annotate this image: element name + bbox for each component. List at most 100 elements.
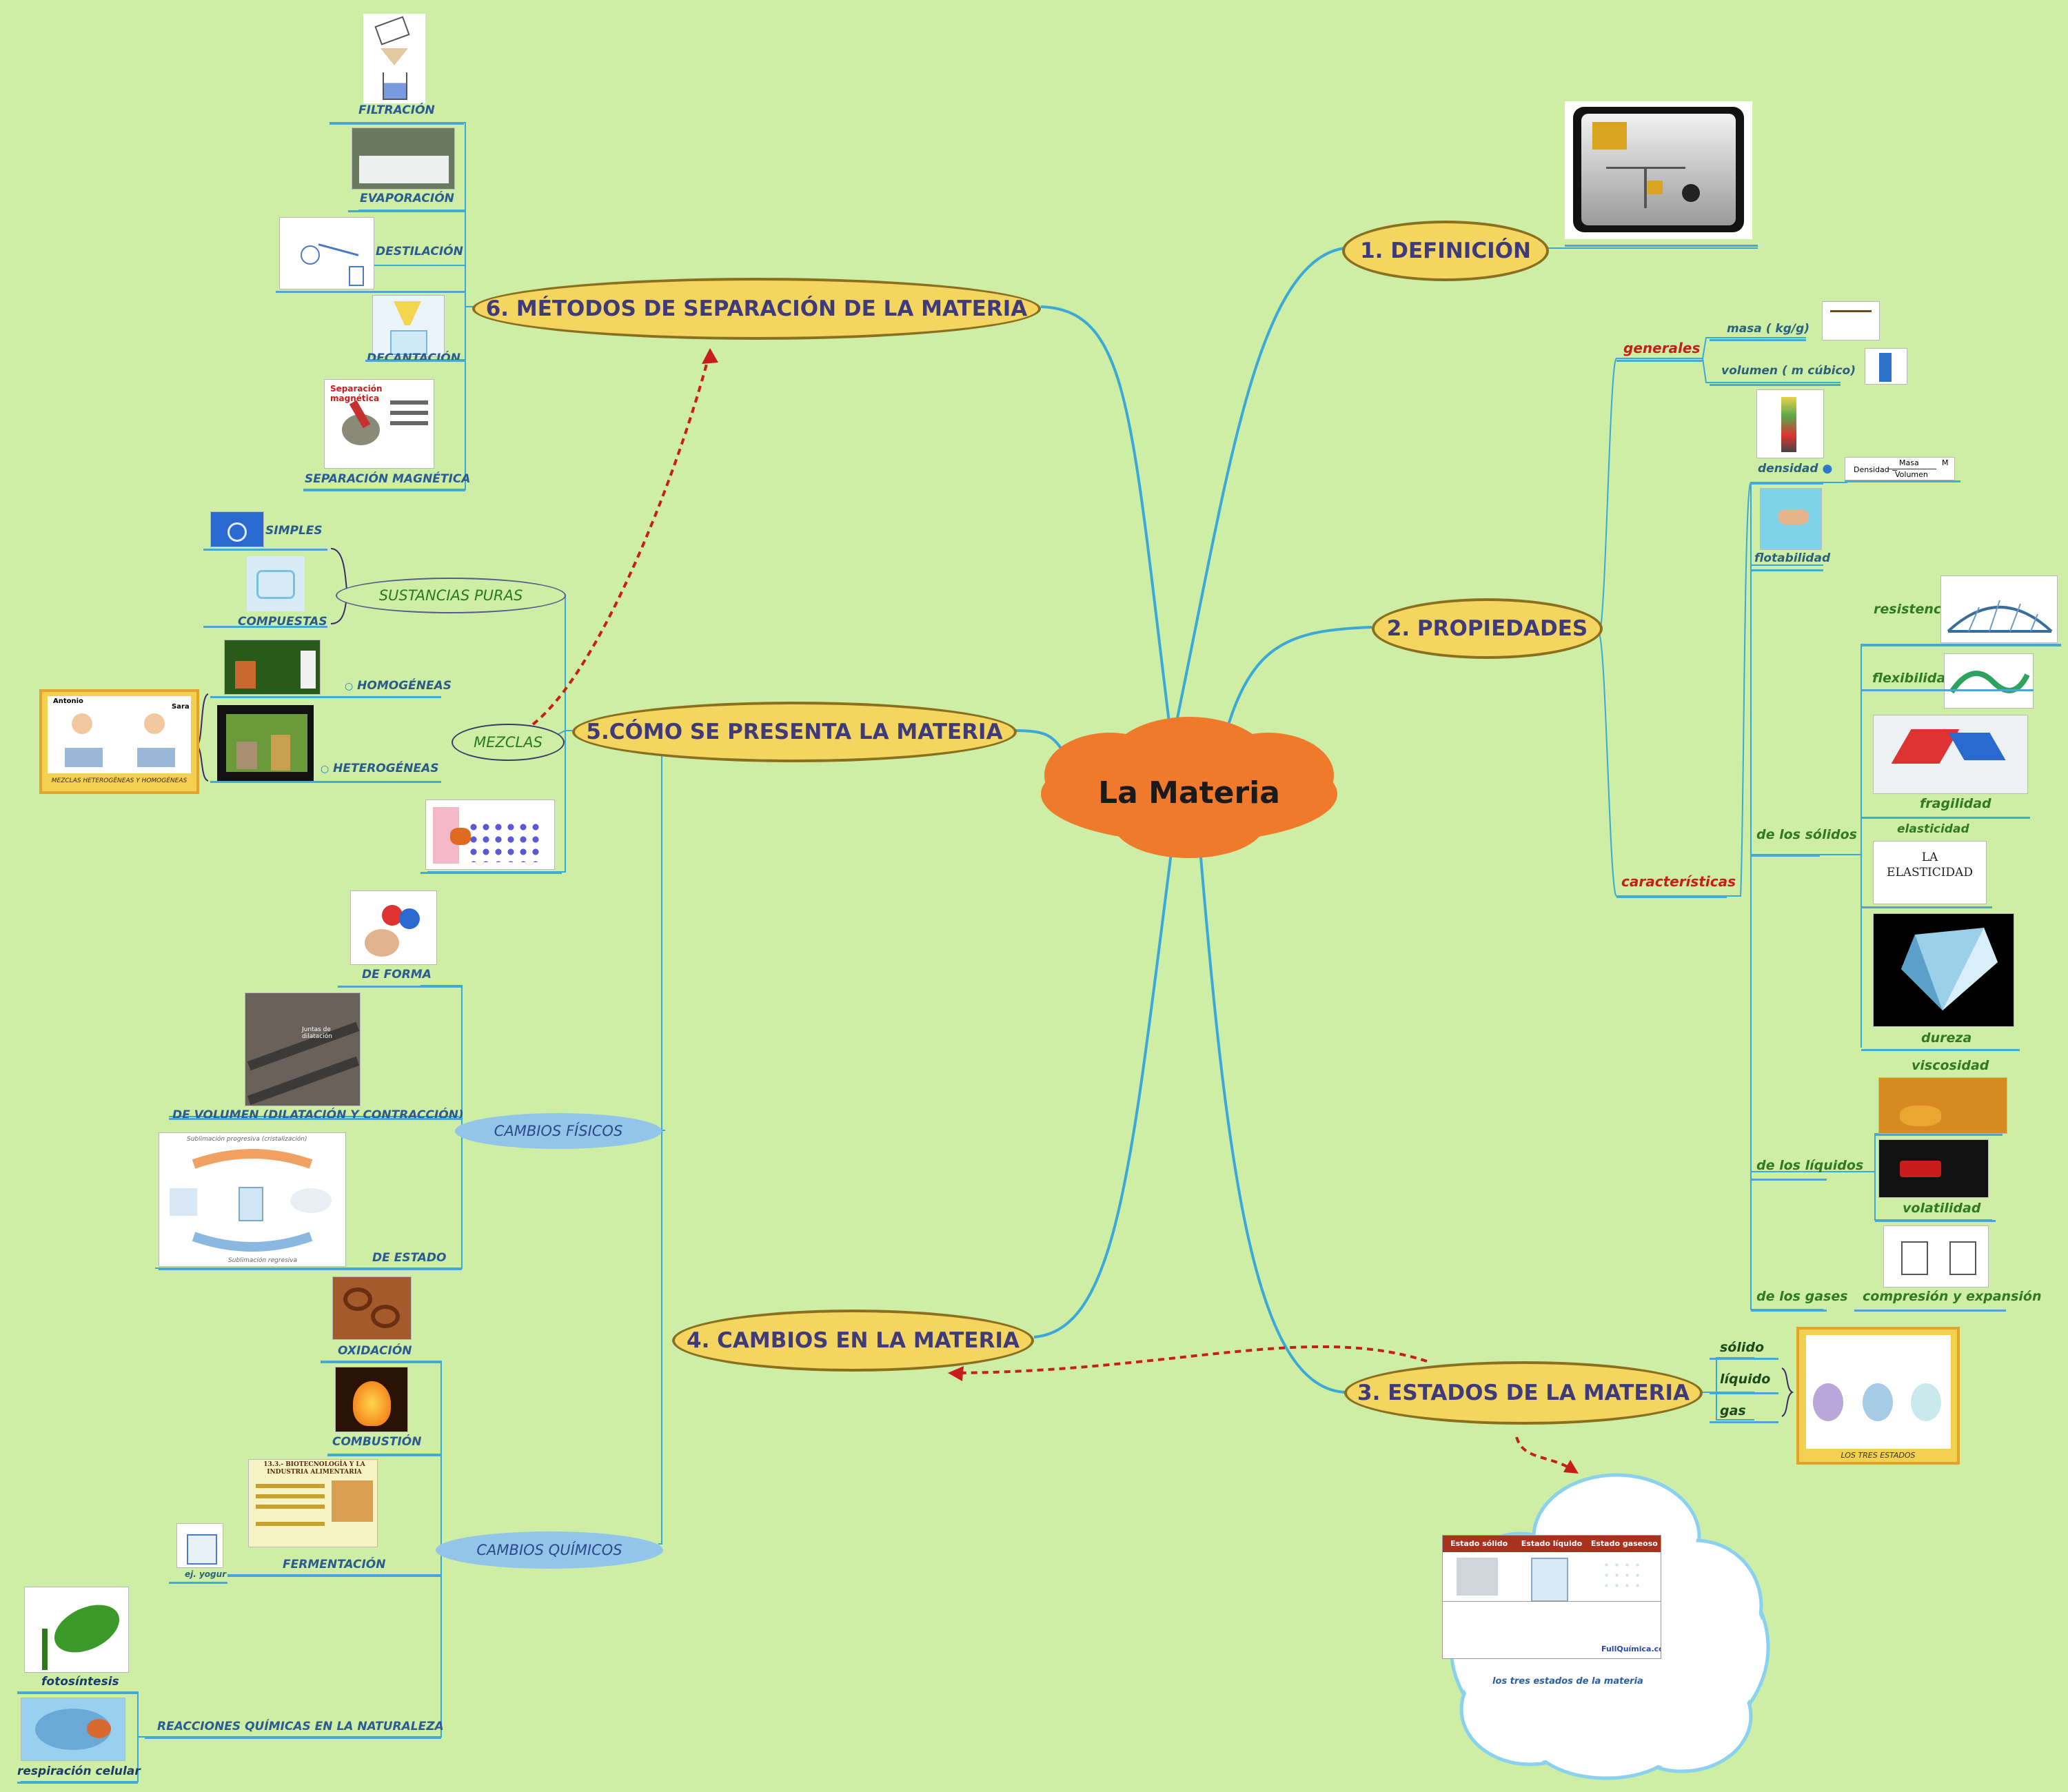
label-forma[interactable]: DE FORMA: [362, 968, 432, 981]
underline-resistencia: [1861, 644, 2061, 646]
topic-propiedades[interactable]: 2. PROPIEDADES: [1372, 598, 1603, 659]
underline-compresion: [1854, 1310, 2006, 1312]
label-liquido[interactable]: líquido: [1720, 1372, 1771, 1387]
cambios-fisicos-bubble[interactable]: CAMBIOS FÍSICOS: [455, 1113, 662, 1149]
label-viscosidad[interactable]: viscosidad: [1912, 1058, 1989, 1073]
label-fragilidad[interactable]: fragilidad: [1920, 796, 1991, 811]
biotec-title: 13.3.- BIOTECNOLOGÍA Y LA INDUSTRIA ALIM…: [263, 1461, 365, 1476]
decantation-image: [372, 295, 445, 357]
central-topic[interactable]: La Materia: [1098, 775, 1280, 811]
fotosintesis-image: [24, 1587, 129, 1673]
water-cup: [239, 1187, 263, 1221]
label-filtracion[interactable]: FILTRACIÓN: [358, 103, 435, 117]
underline-flotabilidad: [1751, 569, 1823, 571]
simples-image: [210, 511, 264, 547]
water-glass-image: [1531, 1558, 1568, 1602]
underline-yogur: [169, 1582, 227, 1584]
info-icon[interactable]: ○: [345, 681, 354, 692]
label-solido[interactable]: sólido: [1720, 1340, 1765, 1355]
tres-estados-panel: [1806, 1335, 1951, 1449]
mezclas-cartoon: Antonio Sara MEZCLAS HETEROGÉNEAS Y HOMO…: [39, 689, 199, 794]
label-flotabilidad[interactable]: flotabilidad: [1754, 551, 1831, 565]
underline-generales: [1616, 360, 1703, 362]
ice-cube-image: [1457, 1558, 1498, 1596]
solid-drop: [1813, 1383, 1843, 1421]
table-caption[interactable]: los tres estados de la materia: [1492, 1676, 1643, 1687]
diamond-drawing: [1901, 928, 1998, 1010]
underline-solidos: [1751, 855, 1820, 857]
homogeneas-text: HOMOGÉNEAS: [357, 679, 452, 693]
magnetic-separation-image: Separación magnética: [324, 379, 434, 469]
topic-definicion[interactable]: 1. DEFINICIÓN: [1342, 221, 1549, 281]
label-yogur[interactable]: ej. yogur: [185, 1569, 227, 1579]
underline-respiracion: [17, 1782, 138, 1784]
label-resistencia[interactable]: resistencia: [1874, 602, 1955, 617]
label-dureza[interactable]: dureza: [1921, 1030, 1972, 1046]
label-compresion[interactable]: compresión y expansión: [1863, 1289, 2042, 1304]
label-flexibilidad[interactable]: flexibilidad: [1872, 671, 1955, 686]
label-reacciones[interactable]: REACCIONES QUÍMICAS EN LA NATURALEZA: [157, 1720, 444, 1733]
hose-drawing: [1949, 671, 2030, 694]
info-icon[interactable]: ○: [321, 764, 330, 775]
topic-presenta[interactable]: 5.CÓMO SE PRESENTA LA MATERIA: [572, 702, 1017, 762]
label-volumen-cambio[interactable]: DE VOLUMEN (DILATACIÓN Y CONTRACCIÓN): [172, 1108, 464, 1122]
mezclas-bubble[interactable]: MEZCLAS: [452, 724, 565, 761]
label-gases[interactable]: de los gases: [1756, 1289, 1848, 1304]
label-heterogeneas[interactable]: ○ HETEROGÉNEAS: [321, 762, 439, 775]
label-fermentacion[interactable]: FERMENTACIÓN: [283, 1558, 386, 1571]
label-densidad[interactable]: densidad ●: [1758, 462, 1832, 476]
label-decantacion[interactable]: DECANTACIÓN: [367, 352, 460, 365]
underline-fotosintesis: [17, 1692, 138, 1694]
label-compuestas[interactable]: COMPUESTAS: [238, 615, 327, 629]
branch-cambios: [1033, 847, 1173, 1338]
arrow-heads: [702, 348, 1579, 1474]
label-caracteristicas[interactable]: características: [1621, 873, 1736, 890]
topic-cambios[interactable]: 4. CAMBIOS EN LA MATERIA: [672, 1310, 1034, 1372]
topic-separacion[interactable]: 6. MÉTODOS DE SEPARACIÓN DE LA MATERIA: [472, 278, 1041, 340]
label-estado[interactable]: DE ESTADO: [372, 1251, 447, 1265]
dilatacion-note: Juntas de dilatación: [302, 1026, 332, 1040]
label-evaporacion[interactable]: EVAPORACIÓN: [360, 192, 454, 205]
compression-image: [1883, 1225, 1989, 1287]
liquid-drop: [1863, 1383, 1893, 1421]
label-simples[interactable]: SIMPLES: [265, 524, 323, 538]
underline-filtracion: [330, 123, 464, 125]
rail-expansion-image: Juntas de dilatación: [245, 992, 361, 1106]
underline-reacciones: [145, 1737, 441, 1739]
clay-hands-image: [350, 890, 437, 965]
label-solidos[interactable]: de los sólidos: [1756, 827, 1857, 842]
homogeneas-image: [224, 640, 321, 695]
label-volatilidad[interactable]: volatilidad: [1903, 1201, 1981, 1216]
label-generales[interactable]: generales: [1623, 340, 1701, 356]
label-fotosintesis[interactable]: fotosíntesis: [41, 1675, 119, 1689]
label-oxidacion[interactable]: OXIDACIÓN: [338, 1344, 412, 1358]
topic-estados[interactable]: 3. ESTADOS DE LA MATERIA: [1344, 1361, 1703, 1425]
graduated-cylinder-image: [1865, 348, 1907, 385]
info-icon[interactable]: ●: [1822, 462, 1833, 476]
cambios-quimicos-bubble[interactable]: CAMBIOS QUÍMICOS: [436, 1531, 663, 1569]
label-volumen[interactable]: volumen ( m cúbico): [1721, 364, 1856, 378]
label-magnetica[interactable]: SEPARACIÓN MAGNÉTICA: [305, 472, 471, 486]
label-destilacion[interactable]: DESTILACIÓN: [376, 245, 463, 258]
underline-evaporacion: [348, 210, 465, 212]
label-respiracion[interactable]: respiración celular: [17, 1764, 141, 1778]
underline-flexibilidad: [1861, 689, 2034, 691]
label-masa[interactable]: masa ( kg/g): [1727, 322, 1810, 336]
sustancias-puras-bubble[interactable]: SUSTANCIAS PURAS: [336, 578, 566, 613]
dashed-estados-tabla: [1515, 1436, 1577, 1473]
label-combustion[interactable]: COMBUSTIÓN: [332, 1435, 422, 1449]
distillation-image: [279, 217, 374, 289]
label-gas[interactable]: gas: [1720, 1403, 1746, 1418]
label-liquidos[interactable]: de los líquidos: [1756, 1158, 1864, 1173]
underline-homogeneas: [210, 696, 441, 698]
cambios-fisicos-text: CAMBIOS FÍSICOS: [494, 1123, 623, 1139]
underline-volumen-cambio: [169, 1118, 462, 1120]
underline-magnetica: [303, 489, 465, 491]
label-homogeneas[interactable]: ○ HOMOGÉNEAS: [345, 679, 452, 693]
underline-oxidacion: [321, 1361, 441, 1363]
label-elasticidad[interactable]: elasticidad: [1897, 822, 1969, 836]
antonio-label: Antonio: [53, 698, 83, 705]
diamond-image: [1873, 913, 2014, 1027]
estado-bottom-caption: Sublimación regresiva: [228, 1257, 298, 1264]
